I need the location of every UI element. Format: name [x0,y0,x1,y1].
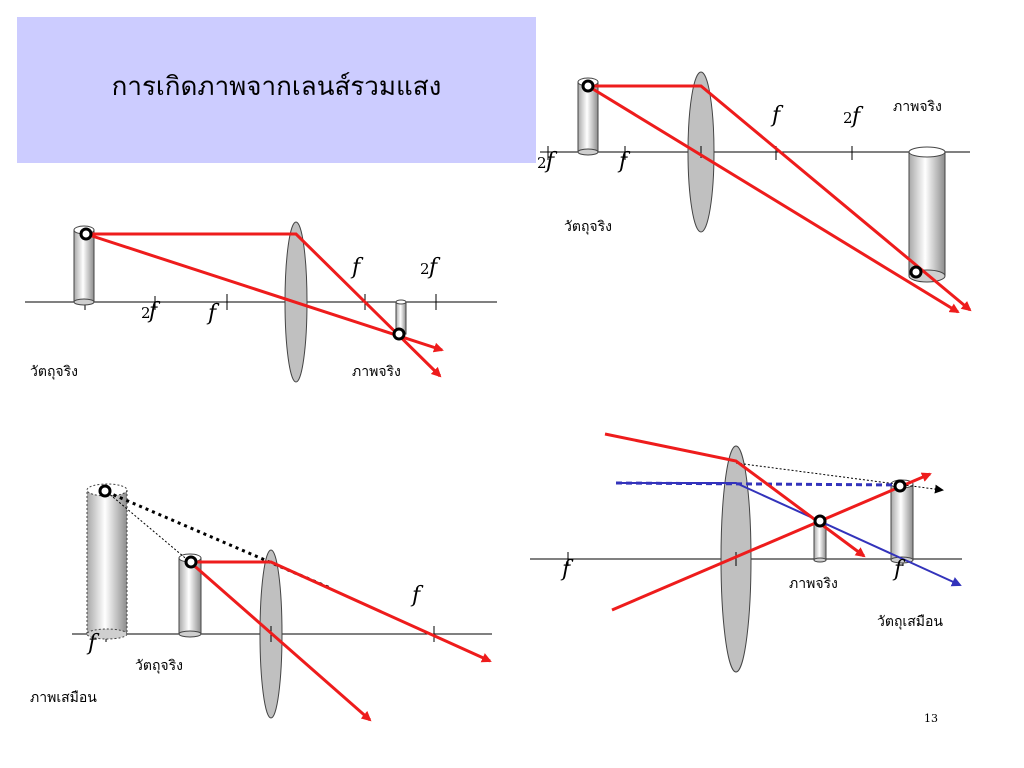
label-f: f [427,255,441,280]
diagram-object-beyond-2f: 2 f f f 2 f วัตถุจริง ภาพจริง [25,221,497,383]
diagram-object-between-f-2f: 2 f f f 2 f ภาพจริง วัตถุจริง [537,71,972,314]
image-cylinder [908,146,946,283]
label-f: f [617,149,631,174]
image-label: ภาพจริง [789,576,838,592]
label-f: f [350,255,364,280]
label-f: f [206,301,220,326]
object-label: วัตถุจริง [30,364,78,380]
page-number: 13 [924,712,938,725]
label-2: 2 [843,109,853,127]
image-tip-dot [392,327,406,341]
image-tip-dot [909,265,923,279]
diagram-object-inside-f: f f วัตถุจริง ภาพเสมือน [30,483,492,722]
diagram-virtual-object: f f ภาพจริง วัตถุเสมือน [530,432,962,673]
object-tip-dot [184,555,198,569]
label-2: 2 [537,154,547,172]
blue-dashed-ray [615,481,903,487]
label-2: 2 [420,260,430,278]
title-box: การเกิดภาพจากเลนส์รวมแสง [17,17,536,163]
image-cylinder [813,519,827,563]
image-label: ภาพเสมือน [30,690,97,706]
virtual-extension-dotted [106,490,331,590]
label-f: f [560,557,574,582]
crossing-red-ray [611,472,932,612]
object-label: วัตถุจริง [564,219,612,235]
label-f: f [147,299,161,324]
dotted-extension [735,462,944,494]
virtual-image-cylinder [86,483,128,640]
label-f: f [544,149,558,174]
label-f: f [770,103,784,128]
center-ray [189,560,372,722]
object-label: วัตถุเสมือน [877,614,943,630]
virtual-object-tip-dot [893,479,907,493]
label-2: 2 [141,304,151,322]
label-f: f [410,583,424,608]
center-ray [85,232,444,353]
virtual-image-tip-dot [98,484,112,498]
object-tip-dot [79,227,93,241]
parallel-ray [190,560,492,663]
virtual-object-cylinder [890,479,914,564]
image-tip-dot [813,514,827,528]
blue-ray [616,482,962,587]
parallel-ray [86,232,442,378]
parallel-ray [588,84,972,312]
object-tip-dot [581,79,595,93]
image-label: ภาพจริง [352,364,401,380]
object-label: วัตถุจริง [135,658,183,674]
image-label: ภาพจริง [893,99,942,115]
center-ray [587,84,960,314]
page-title: การเกิดภาพจากเลนส์รวมแสง [111,71,442,102]
label-f: f [850,104,864,129]
